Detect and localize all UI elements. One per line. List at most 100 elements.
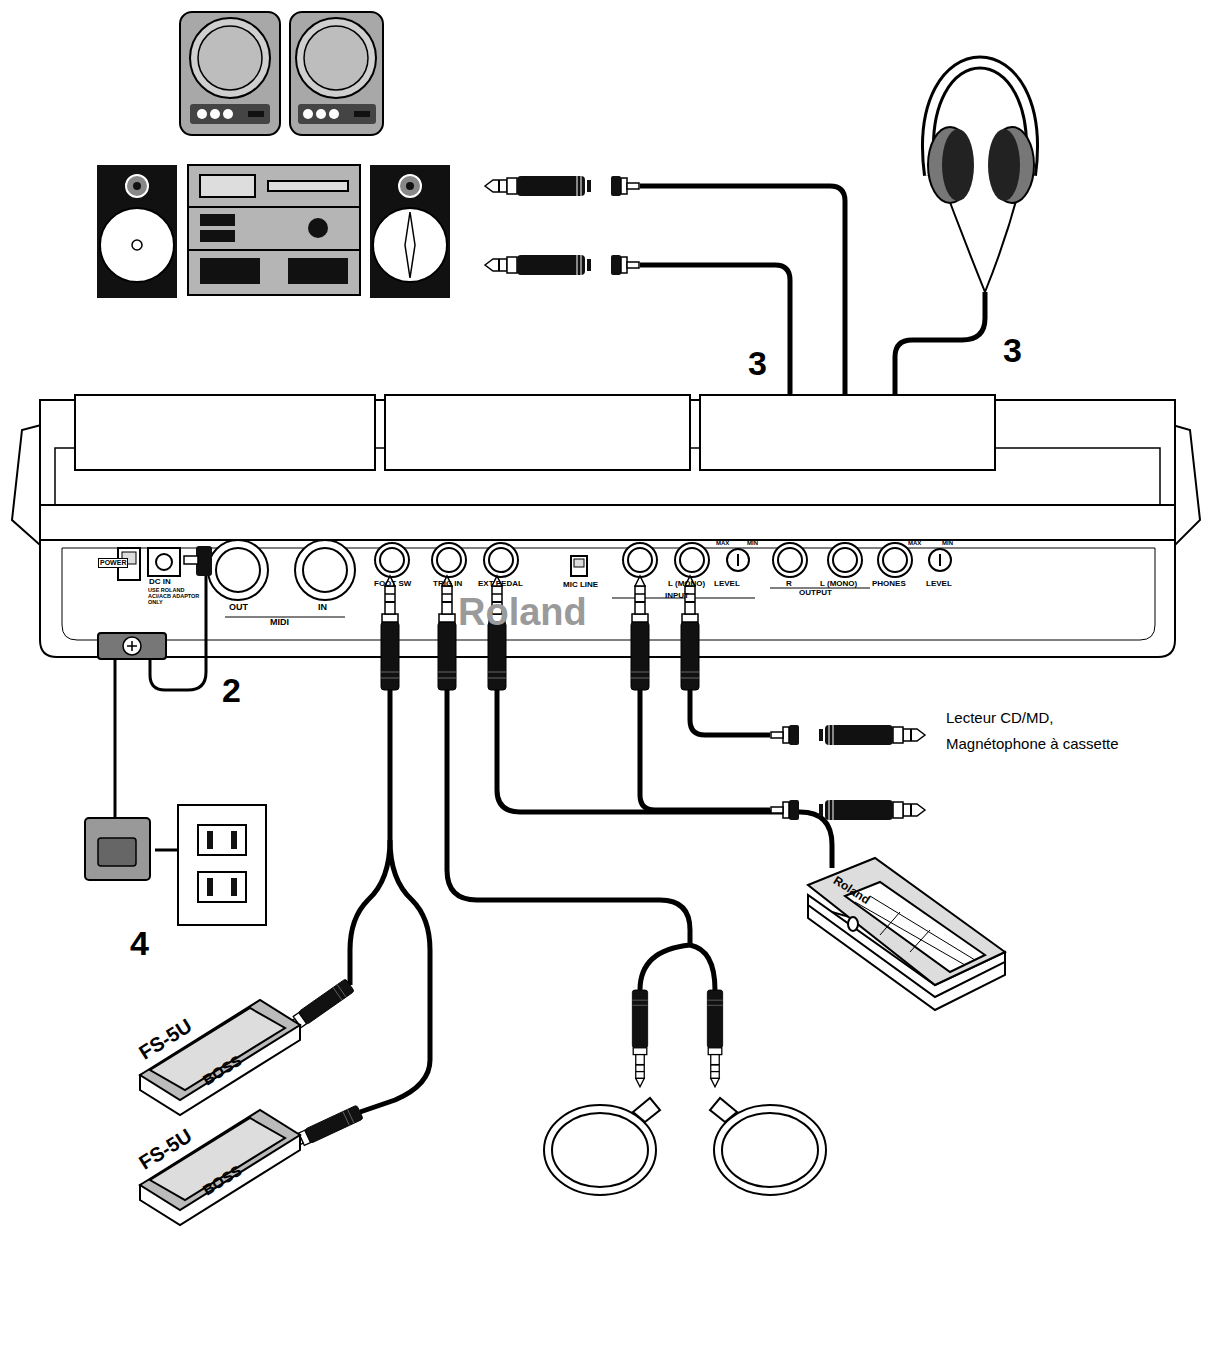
- monitor-speakers-part: [190, 104, 270, 124]
- sampling-pad-unit: [12, 395, 1200, 657]
- panel-label: TRIG IN: [433, 580, 462, 589]
- monitor-speakers-part: [316, 109, 326, 119]
- input-cables-part: [497, 690, 832, 868]
- panel-jacks-part: [737, 554, 739, 566]
- power-wiring-part: [184, 556, 198, 564]
- monitor-speakers-part: [210, 109, 220, 119]
- panel-label: MIC LINE: [563, 581, 598, 590]
- panel-jacks-part: [773, 543, 807, 577]
- panel-label: MIN: [747, 540, 758, 547]
- stereo-system-part: [200, 258, 260, 284]
- stereo-system-part: [373, 208, 447, 282]
- panel-label: MIN: [942, 540, 953, 547]
- expression-pedal-part: [808, 858, 1005, 985]
- panel-label: MAX: [716, 540, 729, 547]
- device-caption: Lecteur CD/MD, Magnétophone à cassette: [946, 705, 1146, 756]
- model-name: FS-5U: [135, 1014, 196, 1063]
- monitor-speakers-part: [304, 26, 368, 90]
- panel-label: USE ROLAND ACI/ACB ADAPTOR ONLY: [148, 587, 200, 605]
- power-wiring-part: [207, 878, 213, 896]
- stereo-system-part: [200, 214, 235, 226]
- trigger-pads-part: [633, 1098, 660, 1122]
- monitor-speakers-part: [248, 111, 264, 117]
- foot-switches-part: [150, 1118, 285, 1200]
- power-wiring-part: [231, 831, 237, 849]
- power-wiring-part: [127, 641, 137, 651]
- stereo-system-part: [288, 258, 348, 284]
- callout-number: 3: [1003, 332, 1022, 369]
- input-cables-part: [447, 690, 690, 945]
- panel-jacks-part: [380, 548, 404, 572]
- expression-pedal-part: [848, 917, 858, 931]
- panel-label: LEVEL: [714, 580, 740, 589]
- trigger-pads-part: [714, 1105, 826, 1195]
- panel-jacks-part: [680, 548, 704, 572]
- input-plugs-part: [632, 990, 647, 1087]
- panel-jacks-part: [778, 548, 802, 572]
- monitor-speakers-part: [190, 18, 270, 98]
- headphones-part: [942, 129, 974, 201]
- monitor-speakers-part: [197, 109, 207, 119]
- panel-label: EXT PEDAL: [478, 580, 523, 589]
- stereo-system-part: [97, 165, 177, 298]
- plug-adapters: [485, 176, 639, 275]
- power-wiring-part: [198, 825, 246, 855]
- monitor-speakers-part: [198, 26, 262, 90]
- brand-logo: BOSS: [200, 1162, 245, 1199]
- stereo-system-part: [188, 249, 360, 251]
- panel-label: MIDI: [270, 618, 289, 628]
- panel-label: L (MONO): [820, 580, 857, 589]
- monitor-speakers: [180, 12, 383, 135]
- monitor-speakers-part: [298, 104, 376, 124]
- model-name: FS-5U: [135, 1124, 196, 1173]
- power-wiring-part: [198, 872, 246, 902]
- monitor-speakers-part: [290, 12, 383, 135]
- input-plugs-part: [381, 576, 399, 690]
- stereo-system-part: [399, 175, 421, 197]
- input-plugs-part: [771, 725, 925, 745]
- panel-jacks-part: [148, 548, 180, 576]
- brand-logo: Roland: [458, 592, 587, 634]
- stereo-system-part: [406, 182, 414, 190]
- stereo-system-part: [405, 212, 415, 278]
- monitor-speakers-part: [180, 12, 280, 135]
- monitor-speakers-part: [296, 18, 376, 98]
- panel-jacks-part: [437, 548, 461, 572]
- input-cables-part: [360, 840, 430, 1112]
- headphones-part: [988, 129, 1020, 201]
- sampling-pad-unit-part: [40, 505, 1175, 540]
- panel-label: DC IN: [149, 578, 171, 587]
- expression-pedal-part: [855, 896, 975, 965]
- panel-jacks-part: [929, 549, 951, 571]
- input-plugs: [266, 576, 925, 1160]
- panel-jacks-part: [571, 556, 587, 576]
- brand-logo: Roland: [831, 874, 872, 907]
- panel-jacks-part: [375, 543, 409, 577]
- panel-jacks-part: [833, 548, 857, 572]
- panel-label: LEVEL: [926, 580, 952, 589]
- panel-jacks-part: [303, 548, 347, 592]
- power-wiring-part: [207, 831, 213, 849]
- panel-label: OUT: [229, 603, 248, 613]
- callout-number: 2: [222, 672, 241, 709]
- trigger-pads-part: [552, 1113, 648, 1187]
- input-cables: [350, 690, 832, 1112]
- power-wiring-part: [98, 838, 136, 866]
- power-wiring-part: [114, 659, 117, 818]
- power-wiring-part: [231, 878, 237, 896]
- stereo-system-part: [268, 181, 348, 191]
- stereo-system-part: [200, 175, 255, 197]
- panel-jacks-part: [432, 543, 466, 577]
- panel-label: PHONES: [872, 580, 906, 589]
- panel-jacks-part: [675, 543, 709, 577]
- panel-label: L (MONO): [668, 580, 705, 589]
- panel-jacks-part: [574, 559, 584, 567]
- panel-label: IN: [318, 603, 327, 613]
- power-wiring-part: [85, 818, 150, 880]
- panel-label: FOOT SW: [374, 580, 411, 589]
- sampling-pad-unit-part: [40, 540, 1175, 657]
- power-wiring-part: [123, 637, 141, 655]
- input-cables-part: [350, 690, 390, 985]
- sampling-pad-unit-part: [700, 395, 995, 470]
